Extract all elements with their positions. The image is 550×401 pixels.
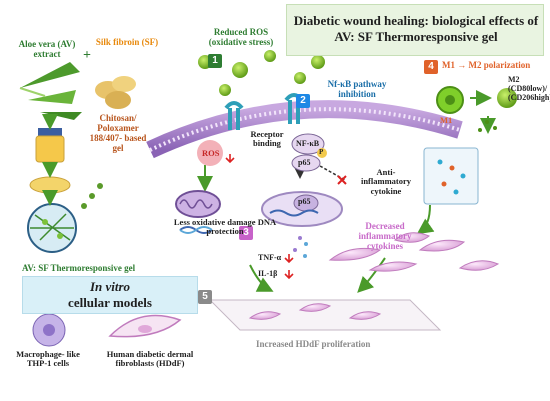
thp1-label: Macrophage- like THP-1 cells [16,349,80,369]
nfkb-complex-icon [291,133,327,172]
tnf-label: TNF-α [258,253,282,262]
step-4-badge: 4 [424,60,438,74]
p65-nucleus-label: p65 [298,197,311,206]
m1-m2-polarization-label: M1 → M2 polarization [442,60,531,70]
thp1-cell-icon [32,313,66,347]
gel-network-sphere [27,203,77,253]
ros-label: ROS [202,148,220,158]
inhibition-mark-icon [337,175,347,185]
m1-label: M1 [440,115,453,125]
gel-release-particles [81,183,103,209]
ros-blob-icon [197,140,223,166]
silk-cocoon-icon [95,76,136,109]
aloe-vera-icon [19,62,82,120]
dna-icon [179,226,213,234]
gel-dish-icon [29,176,71,194]
step-2-badge: 2 [296,94,310,108]
chitosan-gel-label: Chitosan/ Poloxamer 188/407- based gel [89,113,147,153]
cytokine-dots [293,236,308,258]
product-label: AV: SF Thermoresponsive gel [22,263,136,273]
anti-inflammatory-label: Anti-inflammatory cytokine [360,167,412,196]
nfkb-label: NF-κB [296,139,320,148]
m2-macrophage-icon [497,88,517,108]
flow-arrows [42,90,496,293]
m2-marker-label: M2 (CD80low)/ (CD206high) [508,75,550,102]
down-arrow-icon [284,270,294,280]
down-arrow-icon [225,154,235,164]
figure-title: Diabetic wound healing: biological effec… [293,13,539,45]
step-1-badge: 1 [208,54,222,68]
proliferation-plate [208,299,442,331]
reduced-ros-label: Reduced ROS (oxidative stress) [208,27,274,47]
m1-macrophage-icon [436,86,464,114]
in-vitro-title: In vitro [89,279,131,294]
fibroblast-cluster [328,232,500,272]
aloe-vera-label: Aloe vera (AV) extract [18,39,76,59]
plus-sign: + [83,48,91,63]
mitochondrion-icon [175,190,221,218]
silk-fibroin-label: Silk fibroin (SF) [95,37,159,47]
cell-membrane [146,100,463,159]
receptor-binding-label: Receptor binding [250,129,284,149]
cytokine-box [423,147,479,205]
nfkb-inhibition-label: Nf-κB pathway inhibition [327,79,387,99]
m2-released-dots [478,120,497,132]
step-3-badge: 3 [239,226,253,240]
il1-label: IL-1β [258,269,278,278]
phospho-label: P [319,148,324,156]
in-vitro-subtitle: cellular models [68,295,152,310]
down-arrow-icon [284,254,294,264]
nucleus-icon [261,191,343,227]
title-box: Diabetic wound healing: biological effec… [286,4,544,56]
in-vitro-box: In vitro cellular models [22,276,198,314]
hddf-label: Human diabetic dermal fibroblasts (HDdF) [106,349,194,369]
gel-jar-icon [35,128,65,163]
receptor-icon [224,101,244,130]
step-5-badge: 5 [198,290,212,304]
less-damage-label: Less oxidative damage DNA protection [173,217,277,237]
p65-cytoplasm-label: p65 [298,158,311,167]
hddf-cell-icon [108,314,182,338]
decreased-cytokines-label: Decreased inflammatory cytokines [358,221,412,251]
proliferation-label: Increased HDdF proliferation [256,339,371,349]
